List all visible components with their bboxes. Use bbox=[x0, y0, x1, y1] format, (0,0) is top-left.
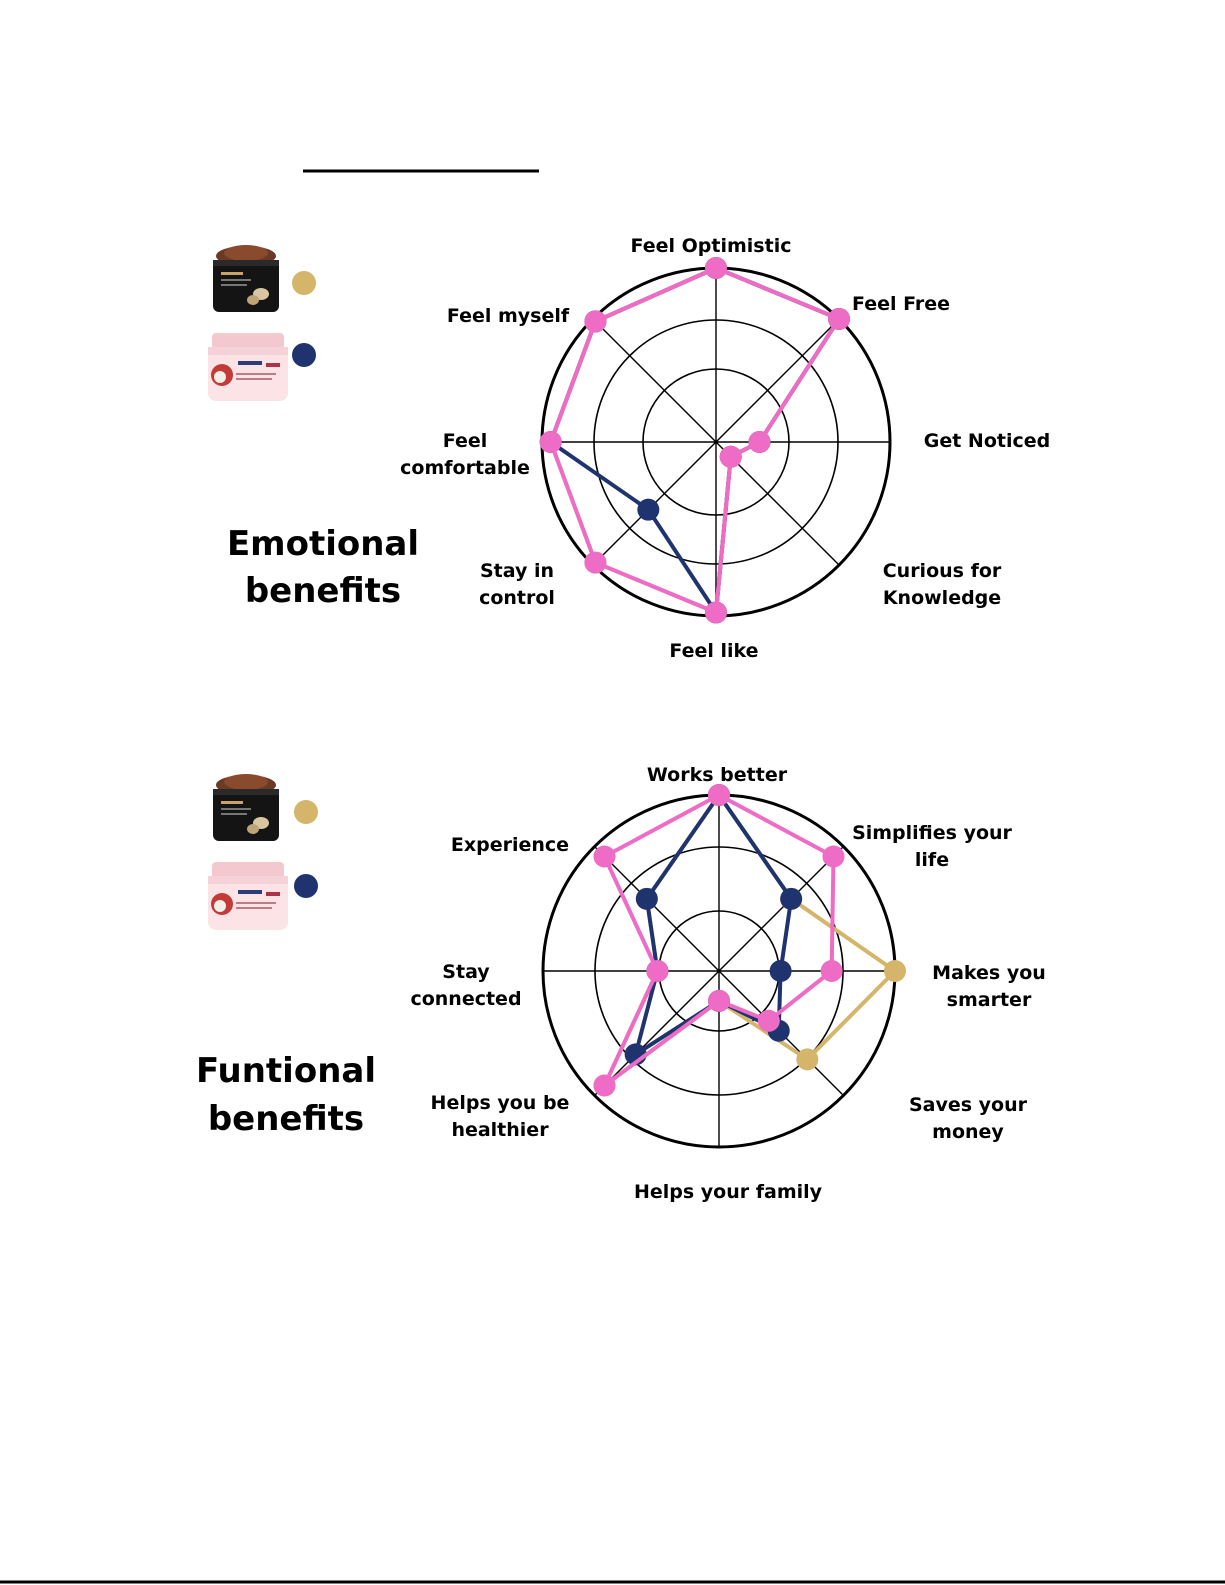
data-point-s2-simplifies-your-life bbox=[822, 846, 844, 868]
axis-label-works-better: Works better bbox=[647, 764, 788, 786]
data-point-s2-works-better bbox=[708, 784, 730, 806]
data-point-s2-feel-myself bbox=[584, 310, 606, 332]
legend-bottom bbox=[208, 774, 318, 930]
data-point-s2-stay-connected bbox=[646, 960, 668, 982]
axis-label-feel-like: Feel like bbox=[669, 640, 758, 662]
data-point-s2-feel-free bbox=[828, 308, 850, 330]
axis-label-feel-free: Feel Free bbox=[852, 293, 950, 315]
grid-spoke bbox=[719, 847, 843, 971]
data-point-s1-stay-in-control bbox=[637, 499, 659, 521]
data-point-s2-helps-you-be-healthier bbox=[594, 1074, 616, 1096]
data-point-s2-get-noticed bbox=[749, 431, 771, 453]
data-point-s2-feel-optimistic bbox=[705, 257, 727, 279]
data-point-s1-simplifies-your-life bbox=[780, 888, 802, 910]
dove-scrub-jar-image bbox=[208, 862, 288, 930]
axis-label-experience: Experience bbox=[451, 834, 569, 856]
dove-scrub-jar-image bbox=[208, 333, 288, 401]
legend-top bbox=[208, 245, 316, 401]
data-point-s0-makes-you-smarter bbox=[884, 960, 906, 982]
data-point-s1-experience bbox=[636, 888, 658, 910]
legend-swatch-dove bbox=[294, 874, 318, 898]
cocoon-scrub-jar-image bbox=[213, 245, 279, 312]
data-point-s0-saves-your-money bbox=[796, 1048, 818, 1070]
data-point-s2-saves-your-money bbox=[758, 1010, 780, 1032]
legend-swatch-cocoon bbox=[292, 271, 316, 295]
axis-label-helps-your-family: Helps your family bbox=[634, 1181, 823, 1203]
data-point-s2-makes-you-smarter bbox=[821, 960, 843, 982]
legend-swatch-cocoon bbox=[294, 800, 318, 824]
data-point-s2-helps-your-family bbox=[708, 990, 730, 1012]
axis-label-get-noticed: Get Noticed bbox=[924, 430, 1050, 452]
data-point-s2-feel-like bbox=[705, 602, 727, 624]
data-point-s2-experience bbox=[594, 846, 616, 868]
axis-label-feel-optimistic: Feel Optimistic bbox=[631, 235, 792, 257]
axis-label-feel-myself: Feel myself bbox=[447, 305, 570, 327]
data-point-s2-stay-in-control bbox=[584, 552, 606, 574]
data-point-s1-makes-you-smarter bbox=[770, 960, 792, 982]
data-point-s2-feel-comfortable bbox=[540, 431, 562, 453]
data-point-s2-curious-for-knowledge bbox=[720, 446, 742, 468]
cocoon-scrub-jar-image bbox=[213, 774, 279, 841]
grid-spoke bbox=[595, 847, 719, 971]
legend-swatch-dove bbox=[292, 343, 316, 367]
